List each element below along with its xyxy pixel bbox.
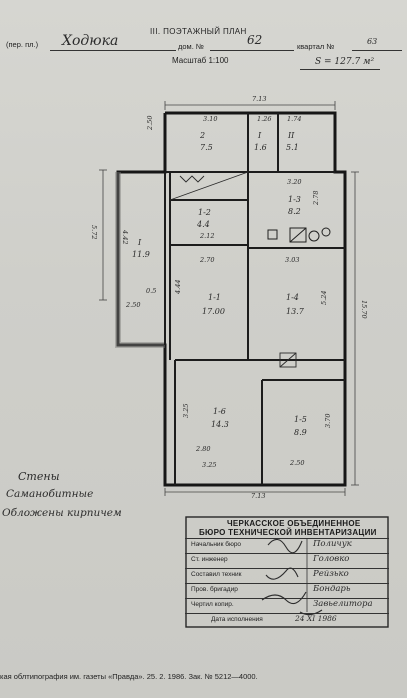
dim-1: 3.10 xyxy=(203,115,217,123)
dim-12: 2.80 xyxy=(195,445,210,453)
room-1-5-label: 1-5 xyxy=(294,415,307,424)
dim-19: 0.5 xyxy=(146,287,156,295)
stamp-row-2: Ст. инженер Головко xyxy=(185,553,389,569)
stamp-frame xyxy=(185,516,389,628)
dim-2: 1.26 xyxy=(257,115,271,123)
stamp-role: Ст. инженер xyxy=(191,556,228,563)
house-underline xyxy=(210,50,294,51)
dim-16: 4.42 xyxy=(121,229,129,244)
stamp-role: Пров. бригадир xyxy=(191,586,238,593)
dim-9: 3.03 xyxy=(285,256,299,264)
stamp-row-5: Чертил копир. Завьелитора xyxy=(185,598,389,614)
dim-15: 3.70 xyxy=(324,414,332,428)
block-number: 63 xyxy=(367,37,378,46)
room-i-area: 11.9 xyxy=(132,250,150,259)
street-prefix: (пер. пл.) xyxy=(6,40,39,49)
room-2-area: 7.5 xyxy=(200,143,213,152)
stamp-name: Поличук xyxy=(313,539,352,549)
stamp-date-label: Дата исполнения xyxy=(211,616,263,623)
dim-4: 2.50 xyxy=(146,116,154,131)
stamp-row-1: Начальник бюро Поличук xyxy=(185,538,389,554)
house-label: дом. № xyxy=(178,42,204,51)
room-1-5-area: 8.9 xyxy=(294,428,307,437)
scale-label: Масштаб 1:100 xyxy=(172,56,229,65)
stamp-org-line1: ЧЕРКАССКОЕ ОБЪЕДИНЕННОЕ xyxy=(227,519,361,528)
dim-8: 2.70 xyxy=(199,256,214,264)
room-2-label: 2 xyxy=(199,131,205,140)
stamp-date-row: Дата исполнения 24 XI 1986 xyxy=(185,613,389,629)
room-ii-area: 5.1 xyxy=(286,143,299,152)
dim-17: 2.50 xyxy=(125,301,140,309)
stamp-org-line2: БЮРО ТЕХНИЧЕСКОЙ ИНВЕНТАРИЗАЦИИ xyxy=(199,528,377,537)
room-1-1-area: 17.00 xyxy=(202,307,225,316)
street-underline xyxy=(50,50,176,51)
stamp-name: Завьелитора xyxy=(313,599,373,609)
room-i-label: I xyxy=(137,238,142,247)
dim-top-overall: 7.13 xyxy=(252,95,266,103)
legend-line1: Саманобитные xyxy=(6,488,94,500)
room-1-4-label: 1-4 xyxy=(286,293,299,302)
dim-18: 3.25 xyxy=(182,404,190,418)
dim-11: 4.44 xyxy=(174,280,182,295)
dim-14: 2.50 xyxy=(289,459,304,467)
room-1-6-area: 14.3 xyxy=(211,420,229,429)
area-underline xyxy=(300,69,380,70)
dim-10: 5.24 xyxy=(320,291,328,305)
room-1-2-area: 4.4 xyxy=(196,220,210,229)
dim-13: 3.25 xyxy=(202,461,216,469)
room-i-small-label: I xyxy=(257,131,262,140)
dim-3: 1.74 xyxy=(287,115,301,123)
dim-7: 2.12 xyxy=(199,232,214,240)
room-1-4-area: 13.7 xyxy=(286,307,305,316)
house-number: 62 xyxy=(247,33,263,47)
stamp-name: Рейзько xyxy=(313,569,349,579)
stamp-role: Начальник бюро xyxy=(191,541,242,548)
stamp-role: Составил техник xyxy=(191,571,242,578)
street-name: Ходюка xyxy=(62,33,119,49)
print-footer: кая облтипография им. газеты «Правда». 2… xyxy=(0,672,258,681)
room-i-small-area: 1.6 xyxy=(254,143,267,152)
inventory-bureau-stamp: ЧЕРКАССКОЕ ОБЪЕДИНЕННОЕ БЮРО ТЕХНИЧЕСКОЙ… xyxy=(185,516,389,628)
room-1-2-label: 1-2 xyxy=(198,208,211,217)
room-1-1-label: 1-1 xyxy=(208,293,221,302)
block-underline xyxy=(352,50,402,51)
room-1-6-label: 1-6 xyxy=(213,407,226,416)
stamp-date-value: 24 XI 1986 xyxy=(295,614,337,623)
stamp-name: Головко xyxy=(313,554,350,564)
legend-heading: Стены xyxy=(18,470,60,483)
dim-right-overall: 15.70 xyxy=(360,300,368,319)
dim-bottom-overall: 7.13 xyxy=(251,492,265,500)
stamp-role: Чертил копир. xyxy=(191,601,234,608)
plan-title: III. ПОЭТАЖНЫЙ ПЛАН xyxy=(150,27,247,36)
area-note: S = 127.7 м² xyxy=(315,57,375,67)
stamp-name: Бондарь xyxy=(313,584,351,594)
block-label: квартал № xyxy=(297,42,335,51)
room-1-3-label: 1-3 xyxy=(288,195,301,204)
legend-line2: Обложены кирпичем xyxy=(2,507,122,519)
dim-left-overall: 5.72 xyxy=(90,225,98,239)
room-1-3-area: 8.2 xyxy=(288,207,301,216)
stamp-row-4: Пров. бригадир Бондарь xyxy=(185,583,389,599)
dim-6: 2.78 xyxy=(312,191,320,206)
room-ii-label: II xyxy=(287,131,295,140)
dim-5: 3.20 xyxy=(287,178,301,186)
stamp-row-3: Составил техник Рейзько xyxy=(185,568,389,584)
